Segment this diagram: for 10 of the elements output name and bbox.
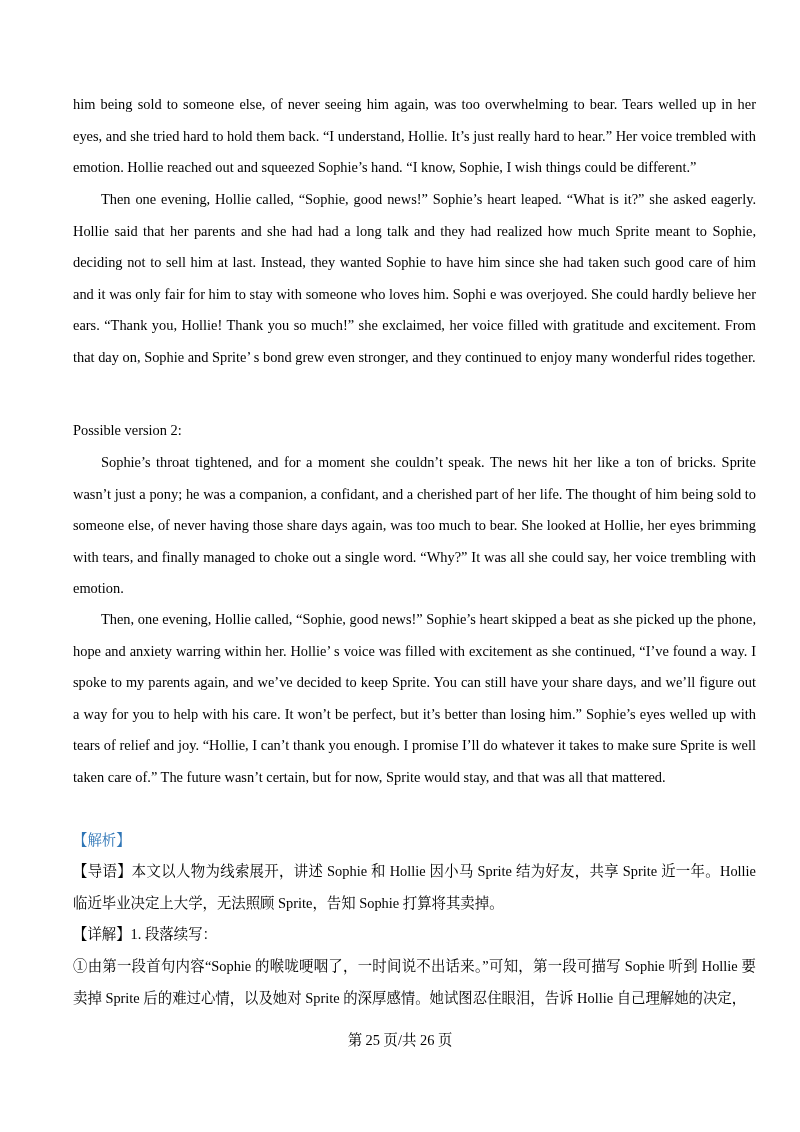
page-number: 第 25 页/共 26 页: [346, 1031, 454, 1050]
paragraph: Then one evening, Hollie called, “Sophie, good news!” Sophie’s heart leaped. “What is it?” she asked eagerly. Hollie said that her parents and she had had a long talk and they had realized how much Sprite meant to Sophie, deciding not to sell him at last. Instead, they wanted Sophie to have him since she had taken such good care of him and it was only fair for him to stay with someone who loves him. Sophi e was overjoyed. She could hardly believe her ears. “Thank you, Hollie! Thank you so much!” she exclaimed, her voice filled with gratitude and excitement. From that day on, Sophie and Sprite’ s bond grew even stronger, and they continued to enjoy many wonderful rides together.: [73, 190, 756, 367]
section-heading: 【解析】: [73, 831, 132, 850]
paragraph: Sophie’s throat tightened, and for a moment she couldn’t speak. The news hit her like a ton of bricks. Sprite wasn’t just a pony; he was a companion, a confidant, and a cherished part of her life. The thought of him being sold to someone else, of never having those share days again, was too much to bear. She looked at Hollie, her eyes brimming with tears, and finally managed to choke out a single word. “Why?” It was all she could say, her voice trembling with emotion.: [73, 453, 756, 599]
paragraph: 【导语】本文以人物为线索展开，讲述 Sophie 和 Hollie 因小马 Sprite 结为好友，共享 Sprite 近一年。Hollie 临近毕业决定上大学，无法照顾 Sprite，告知 Sophie 打算将其卖掉。: [73, 862, 756, 913]
section-heading: 【详解】1. 段落续写：: [73, 925, 218, 944]
section-heading: Possible version 2:: [73, 421, 183, 440]
paragraph: Then, one evening, Hollie called, “Sophie, good news!” Sophie’s heart skipped a beat as she picked up the phone, hope and anxiety warring within her. Hollie’ s voice was filled with excitement as she continued, “I’ve found a way. I spoke to my parents again, and we’ve decided to keep Sprite. You can still have your share days, and we’ll figure out a way for you to help with his care. It won’t be perfect, but it’s better than losing him.” Sophie’s eyes welled up with tears of relief and joy. “Hollie, I can’t thank you enough. I promise I’ll do whatever it takes to make sure Sprite is well taken care of.” The future wasn’t certain, but for now, Sprite would stay, and that was all that mattered.: [73, 610, 756, 787]
paragraph: him being sold to someone else, of never seeing him again, was too overwhelming to bear. Tears welled up in her eyes, and she tried hard to hold them back. “I understand, Hollie. It’s just really hard to hear.” Her voice trembled with emotion. Hollie reached out and squeezed Sophie’s hand. “I know, Sophie, I wish things could be different.”: [73, 95, 756, 178]
paragraph: ①由第一段首句内容“Sophie 的喉咙哽咽了，一时间说不出话来。”可知，第一段可描写 Sophie 听到 Hollie 要卖掉 Sprite 后的难过心情，以及她对 Sprite 的深厚感情。她试图忍住眼泪，告诉 Hollie 自己理解她的决定，: [73, 957, 756, 1009]
